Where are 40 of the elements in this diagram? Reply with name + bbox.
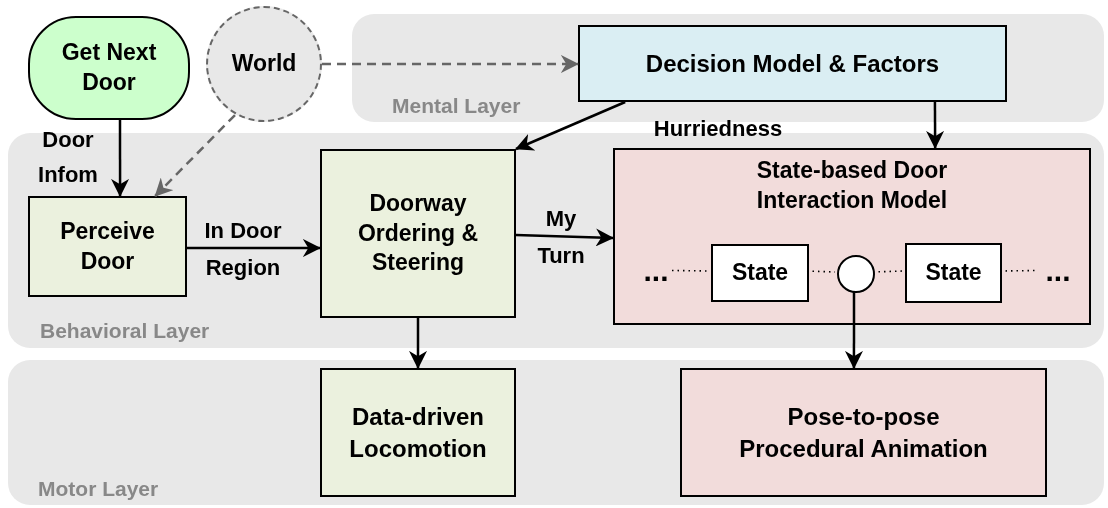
process-box [578,25,1007,102]
ellipsis: ... [1045,256,1071,286]
dashed-arrow [154,114,236,197]
edge-label: Hurriedness [652,115,784,143]
process-box [320,149,516,318]
node-label: Perceive Door [59,216,156,276]
arrow [187,239,321,258]
dotted-line [872,270,904,273]
layer-band [8,360,1104,505]
node-label: State [731,258,789,288]
edge-label: Door Infom [37,126,99,190]
node-label: World [231,49,297,79]
edge-label: In Door Region [203,217,283,283]
layer-label: Behavioral Layer [40,319,210,343]
state-box [711,244,809,302]
arrow [515,100,626,151]
node-label: Get Next Door [60,38,158,97]
layer-label: Mental Layer [392,94,521,118]
process-box [320,368,516,497]
arrow [409,318,427,369]
state-box [905,243,1002,303]
node-label: Data-driven Locomotion [348,402,488,464]
arrow [844,291,863,369]
layer-label: Motor Layer [38,477,159,501]
arrow [111,120,130,197]
process-box [28,196,187,297]
circle-shape [837,255,875,293]
node-label: Pose-to-pose Procedural Animation [738,402,989,464]
process-box [613,148,1091,325]
node-label: Doorway Ordering & Steering [356,188,480,278]
ellipsis: ... [643,256,669,286]
dashed-arrow [322,54,579,73]
layer-band [352,14,1104,122]
edge-label: My Turn [536,205,586,271]
process-box [680,368,1047,497]
box-title: State-based Door Interaction Model [755,156,949,215]
node-label: Decision Model & Factors [645,48,940,79]
arrow [926,102,945,149]
arrow [515,228,614,247]
node-label: State [925,258,982,288]
